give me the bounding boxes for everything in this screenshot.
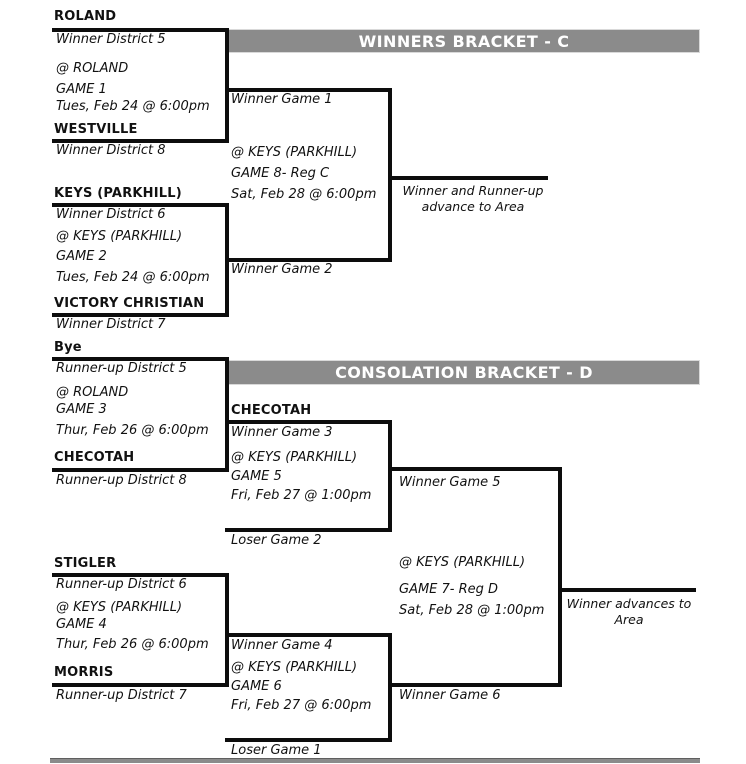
bracket-line	[52, 357, 229, 361]
consolation-bracket-title-bar: CONSOLATION BRACKET - D	[228, 360, 700, 385]
team-name: Bye	[54, 340, 82, 355]
datetime-label: Fri, Feb 27 @ 6:00pm	[231, 698, 372, 713]
seed-label: Winner District 8	[56, 143, 166, 158]
datetime-label: Thur, Feb 26 @ 6:00pm	[56, 423, 209, 438]
seed-label: Winner District 5	[56, 32, 166, 47]
team-name: ROLAND	[54, 9, 117, 24]
venue-label: @ KEYS (PARKHILL)	[231, 450, 358, 465]
seed-label: Winner District 7	[56, 317, 166, 332]
bracket-line	[225, 28, 229, 143]
team-name: MORRIS	[54, 665, 114, 680]
bracket-line	[225, 633, 392, 637]
venue-label: @ ROLAND	[56, 385, 129, 400]
team-name: WESTVILLE	[54, 122, 138, 137]
venue-label: @ KEYS (PARKHILL)	[231, 145, 358, 160]
venue-label: @ KEYS (PARKHILL)	[231, 660, 358, 675]
datetime-label: Thur, Feb 26 @ 6:00pm	[56, 637, 209, 652]
bracket-line	[388, 420, 392, 532]
venue-label: @ ROLAND	[56, 61, 129, 76]
footer-bar	[50, 758, 700, 763]
slot-label: Winner Game 4	[231, 638, 333, 653]
datetime-label: Sat, Feb 28 @ 1:00pm	[399, 603, 545, 618]
bracket-line	[388, 467, 562, 471]
game-label: GAME 6	[231, 679, 282, 694]
seed-label: Runner-up District 7	[56, 688, 187, 703]
datetime-label: Fri, Feb 27 @ 1:00pm	[231, 488, 372, 503]
slot-label: Winner Game 1	[231, 92, 333, 107]
bracket-line	[558, 588, 696, 592]
seed-label: Runner-up District 8	[56, 473, 187, 488]
datetime-label: Sat, Feb 28 @ 6:00pm	[231, 187, 377, 202]
winners-bracket-title-bar: WINNERS BRACKET - C	[228, 29, 700, 53]
bracket-line	[225, 573, 229, 687]
bracket-line	[558, 467, 562, 687]
team-name: CHECOTAH	[54, 450, 135, 465]
datetime-label: Tues, Feb 24 @ 6:00pm	[56, 99, 210, 114]
advance-note: Winner and Runner-up advance to Area	[402, 183, 544, 214]
game-label: GAME 4	[56, 617, 107, 632]
slot-label: Winner Game 2	[231, 262, 333, 277]
bracket-line	[225, 88, 392, 92]
consolation-bracket-title: CONSOLATION BRACKET - D	[335, 363, 593, 382]
venue-label: @ KEYS (PARKHILL)	[56, 229, 183, 244]
bracket-line	[225, 420, 392, 424]
game-label: GAME 3	[56, 402, 107, 417]
team-name: VICTORY CHRISTIAN	[54, 296, 205, 311]
bracket-line	[388, 633, 392, 742]
slot-label: Loser Game 2	[231, 533, 322, 548]
slot-label: Winner Game 3	[231, 425, 333, 440]
bracket-line	[52, 139, 229, 143]
game-label: GAME 8- Reg C	[231, 166, 330, 181]
bracket-line	[388, 176, 548, 180]
game-label: GAME 5	[231, 469, 282, 484]
game-label: GAME 7- Reg D	[399, 582, 499, 597]
team-name: CHECOTAH	[231, 403, 312, 418]
bracket-line	[225, 528, 392, 532]
bracket-line	[225, 738, 392, 742]
slot-label: Loser Game 1	[231, 743, 322, 758]
venue-label: @ KEYS (PARKHILL)	[399, 555, 526, 570]
seed-label: Runner-up District 5	[56, 361, 187, 376]
bracket-line	[388, 88, 392, 262]
seed-label: Winner District 6	[56, 207, 166, 222]
winners-bracket-title: WINNERS BRACKET - C	[358, 31, 570, 51]
seed-label: Runner-up District 6	[56, 577, 187, 592]
team-name: KEYS (PARKHILL)	[54, 186, 182, 201]
bracket-line	[52, 203, 229, 207]
advance-note: Winner advances to Area	[566, 596, 692, 627]
datetime-label: Tues, Feb 24 @ 6:00pm	[56, 270, 210, 285]
game-label: GAME 1	[56, 82, 107, 97]
team-name: STIGLER	[54, 556, 117, 571]
bracket-line	[52, 683, 229, 687]
bracket-line	[52, 28, 229, 32]
bracket-line	[52, 468, 229, 472]
bracket-line	[388, 683, 562, 687]
venue-label: @ KEYS (PARKHILL)	[56, 600, 183, 615]
game-label: GAME 2	[56, 249, 107, 264]
bracket-line	[225, 258, 392, 262]
bracket-line	[52, 573, 229, 577]
slot-label: Winner Game 6	[399, 688, 501, 703]
slot-label: Winner Game 5	[399, 475, 501, 490]
bracket-line	[225, 357, 229, 472]
bracket-line	[52, 313, 229, 317]
